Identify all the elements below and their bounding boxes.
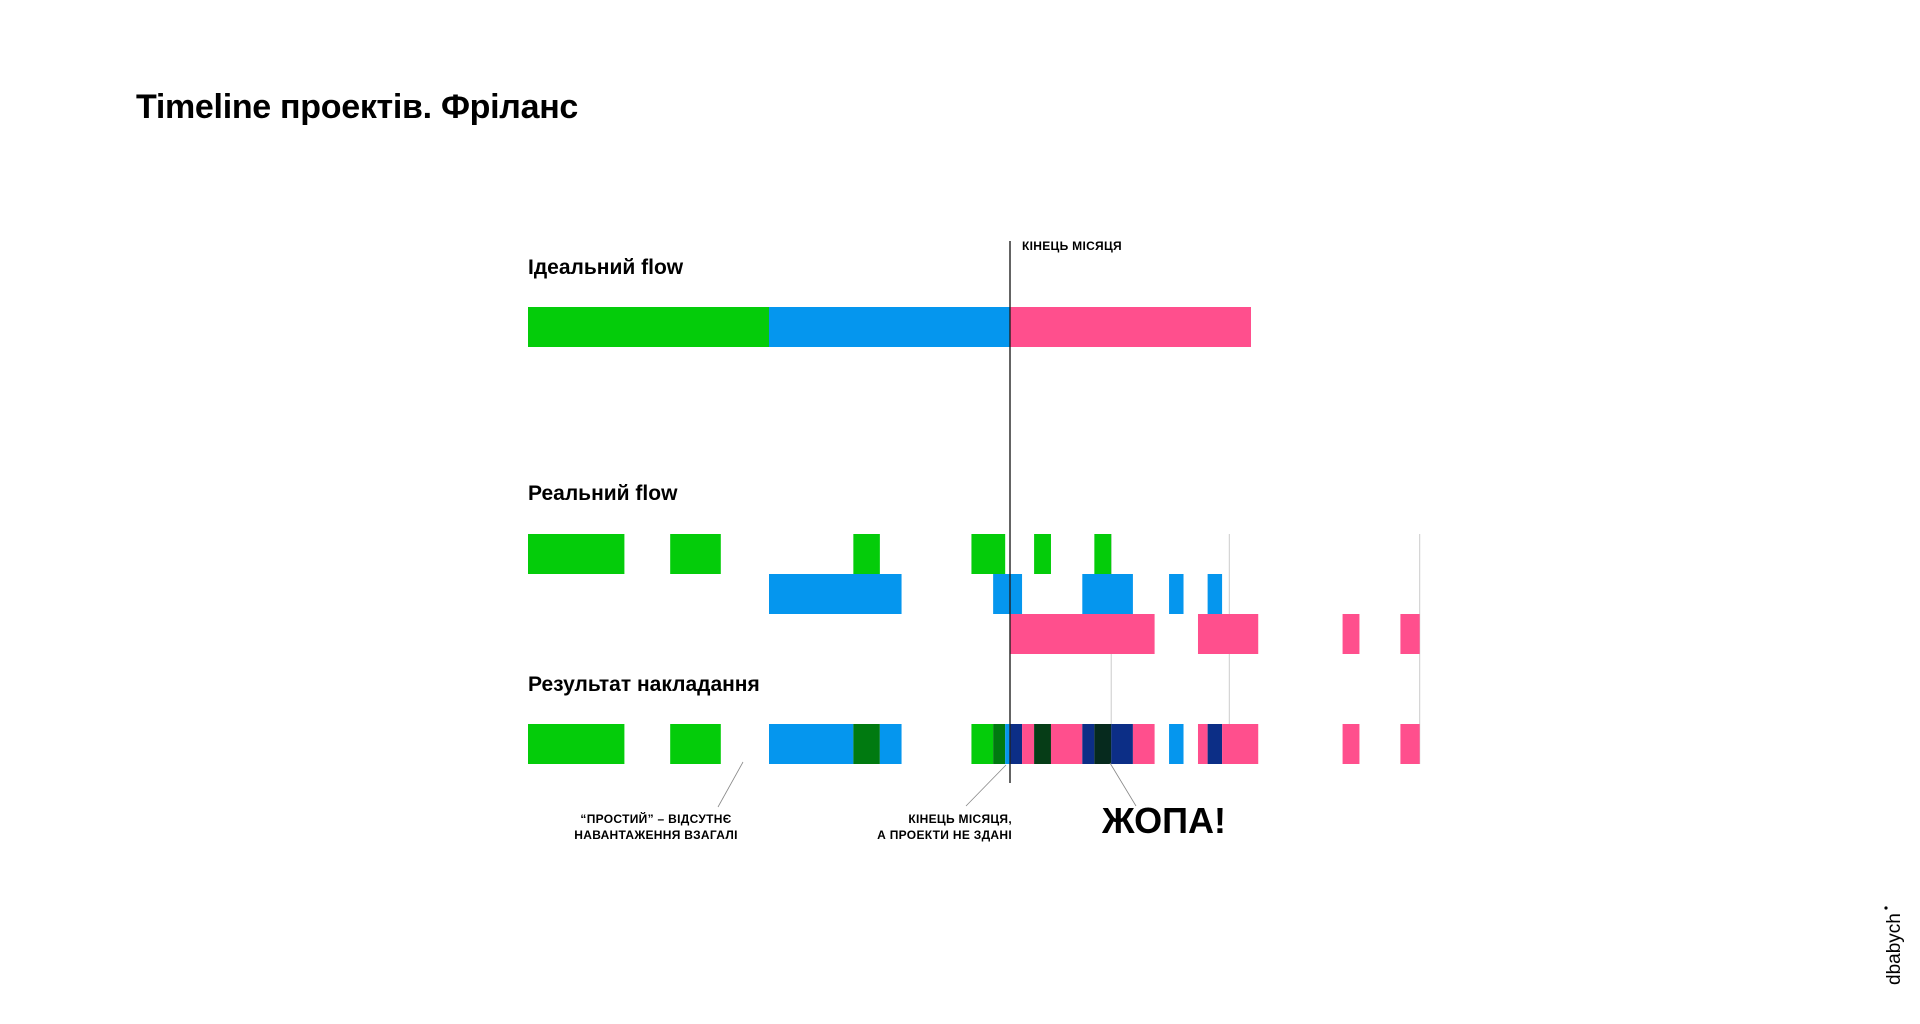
result-bar-green [528, 724, 625, 764]
result-bar-blue [769, 724, 854, 764]
result-bar-navy [1207, 724, 1223, 764]
annotation-idle-line-2: НАВАНТАЖЕННЯ ВЗАГАЛІ [574, 828, 738, 842]
ideal-flow-bars [528, 307, 1251, 347]
result-bar-pink [1050, 724, 1083, 764]
logo: dbabych [1884, 906, 1905, 985]
real-bar-green [971, 534, 1006, 574]
result-bar-pink [1022, 724, 1035, 764]
result-bar-pink [1342, 724, 1360, 764]
result-bar-navy [1010, 724, 1023, 764]
result-bar-green [670, 724, 721, 764]
real-flow-bars [528, 534, 1420, 654]
real-bar-blue [769, 574, 902, 614]
real-bar-green [1094, 534, 1112, 574]
real-bar-blue [1169, 574, 1184, 614]
month-end-label: КІНЕЦЬ МІСЯЦЯ [1022, 239, 1122, 253]
result-bar-blue [1169, 724, 1184, 764]
real-bar-blue [1207, 574, 1223, 614]
annotation-month-end-line-2: А ПРОЕКТИ НЕ ЗДАНІ [877, 828, 1012, 842]
result-bar-darker-green [1034, 724, 1051, 764]
annotation-month-end: КІНЕЦЬ МІСЯЦЯ, А ПРОЕКТИ НЕ ЗДАНІ [832, 811, 1012, 843]
result-bar-dark-green [853, 724, 880, 764]
result-bar-darkest [1094, 724, 1112, 764]
result-bar-pink [1197, 724, 1208, 764]
result-bar-pink [1222, 724, 1259, 764]
section-title-real-flow: Реальний flow [528, 482, 678, 505]
annotation-leader-month-end [965, 764, 1007, 807]
result-bar-green [971, 724, 994, 764]
result-bar-pink [1400, 724, 1420, 764]
real-bar-green [528, 534, 625, 574]
annotation-month-end-line-1: КІНЕЦЬ МІСЯЦЯ, [908, 812, 1012, 826]
real-bar-pink [1197, 614, 1259, 654]
real-bar-green [853, 534, 880, 574]
result-bar-pink [1132, 724, 1155, 764]
section-title-ideal-flow: Ідеальний flow [528, 256, 684, 279]
ideal-bar-green [528, 307, 769, 347]
result-bar-navy [1111, 724, 1133, 764]
real-bar-green [1034, 534, 1051, 574]
page-title: Timeline проектів. Фріланс [136, 88, 579, 126]
annotation-idle: “ПРОСТИЙ” – ВІДСУТНЄ НАВАНТАЖЕННЯ ВЗАГАЛ… [556, 811, 756, 843]
annotation-idle-line-1: “ПРОСТИЙ” – ВІДСУТНЄ [580, 812, 732, 826]
real-bar-pink [1010, 614, 1155, 654]
ideal-bar-blue [769, 307, 1010, 347]
logo-mark-icon [1884, 906, 1888, 910]
ideal-bar-pink [1010, 307, 1251, 347]
real-bar-green [670, 534, 721, 574]
result-bar-dark-green [993, 724, 1006, 764]
real-bar-blue [1082, 574, 1133, 614]
guide-lines [1110, 534, 1421, 764]
annotation-big: ЖОПА! [1102, 800, 1226, 841]
logo-text: dbabych [1884, 913, 1905, 985]
section-title-result: Результат накладання [528, 673, 760, 696]
result-bar-blue [1005, 724, 1010, 764]
result-bar-navy [1082, 724, 1095, 764]
result-bar-blue [879, 724, 902, 764]
real-bar-blue [993, 574, 1023, 614]
result-bars [528, 724, 1420, 764]
real-bar-pink [1342, 614, 1360, 654]
real-bar-pink [1400, 614, 1420, 654]
annotation-leader-idle [717, 761, 744, 808]
annotation-leader-big [1109, 762, 1137, 807]
